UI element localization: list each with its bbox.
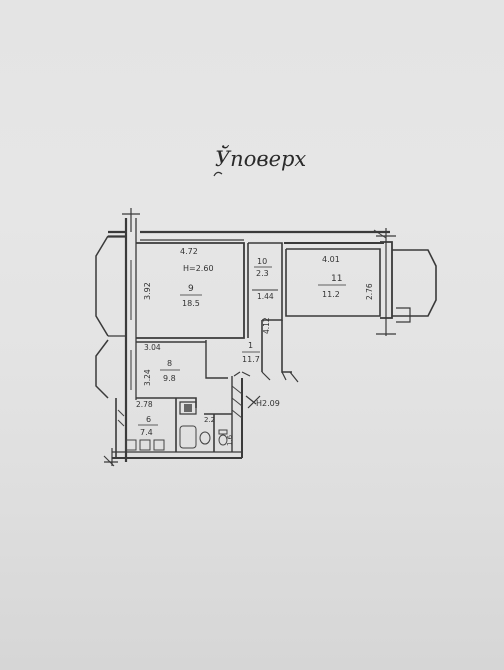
room-9-number: 9 bbox=[188, 284, 194, 294]
dimension-ticks bbox=[103, 371, 251, 467]
room-6: 2.78 6 7.4 bbox=[117, 400, 165, 451]
room-11-number: 11 bbox=[331, 274, 342, 284]
room-9-width: 4.72 bbox=[180, 247, 198, 256]
room-6-number: 6 bbox=[146, 415, 151, 424]
room-8: 3.04 8 9.8 3.24 bbox=[136, 341, 206, 408]
room-1-number: 1 bbox=[248, 341, 253, 350]
room-10-area: 2.3 bbox=[256, 269, 269, 278]
left-bay-window-top bbox=[95, 235, 126, 337]
room-8-width: 3.04 bbox=[144, 343, 161, 352]
room-9-height-mark: Н=2.60 bbox=[183, 264, 214, 273]
bath-width: 2.2 bbox=[204, 416, 215, 424]
room-10-number: 10 bbox=[257, 257, 267, 266]
bathroom-block: 2.2 1.6 bbox=[175, 385, 243, 452]
room-11-depth: 2.76 bbox=[365, 283, 374, 300]
room-6-area: 7.4 bbox=[140, 428, 153, 437]
wc-width: 1.6 bbox=[226, 434, 234, 446]
left-bay-window-middle bbox=[95, 339, 109, 399]
hall-height-mark: Н2.09 bbox=[256, 399, 280, 408]
room-10-depth: 1.44 bbox=[257, 292, 274, 301]
room-1-area: 11.7 bbox=[242, 355, 260, 364]
room-8-number: 8 bbox=[167, 359, 172, 368]
room-8-depth: 3.24 bbox=[143, 369, 152, 386]
room-11-area: 11.2 bbox=[322, 290, 340, 299]
title-flourish bbox=[213, 171, 223, 177]
room-11: 4.01 11 11.2 2.76 bbox=[284, 242, 384, 317]
room-9-depth: 3.92 bbox=[143, 282, 152, 300]
floor-title: Ўповерх bbox=[215, 145, 306, 171]
room-9: 4.72 Н=2.60 9 18.5 3.92 bbox=[136, 242, 245, 339]
room-9-area: 18.5 bbox=[182, 299, 200, 308]
room-11-width: 4.01 bbox=[322, 255, 340, 264]
room-1-corridor: 4.12 1 11.7 Н2.09 bbox=[205, 317, 299, 409]
room-10: 10 2.3 1.44 bbox=[247, 242, 283, 338]
corridor-depth: 4.12 bbox=[262, 317, 271, 334]
right-window-block bbox=[373, 228, 437, 336]
room-6-width: 2.78 bbox=[136, 400, 153, 409]
room-8-area: 9.8 bbox=[163, 374, 176, 383]
